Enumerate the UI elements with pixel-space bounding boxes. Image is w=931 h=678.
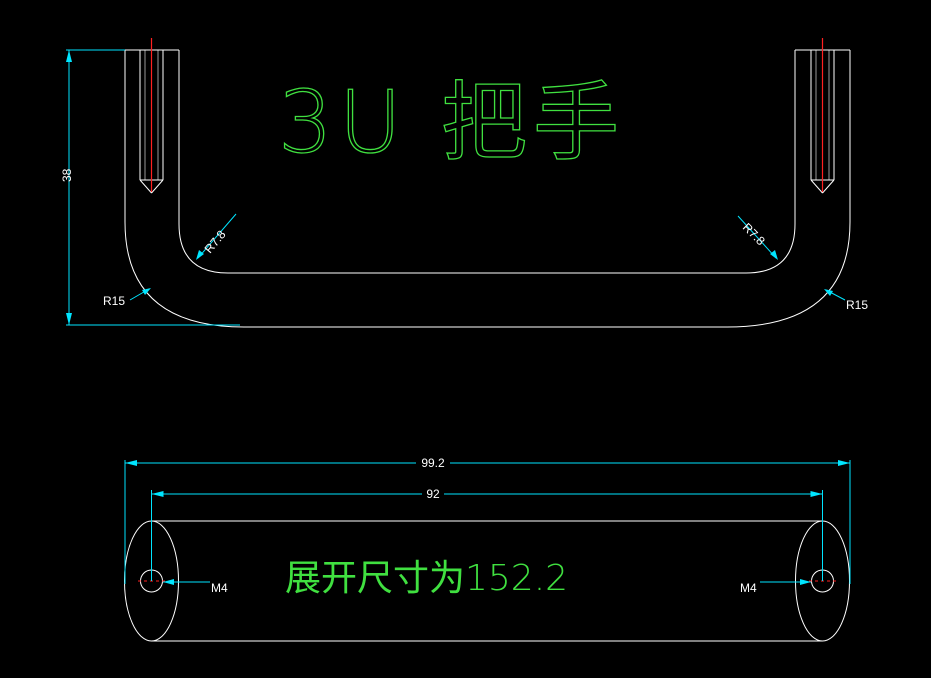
overall-width-label: 99.2	[421, 456, 445, 470]
handle-inner-outline	[178, 50, 796, 274]
left-thread-label: M4	[211, 581, 228, 595]
right-outer-radius-label: R15	[846, 298, 868, 312]
handle-outer-outline	[124, 50, 851, 328]
left-inner-radius-leader	[196, 213, 237, 260]
left-outer-radius-leader	[129, 288, 151, 301]
front-view	[124, 49, 851, 328]
right-thread-leader	[760, 579, 811, 585]
overall-width-label-mask	[416, 455, 450, 469]
developed-length-note: 展开尺寸为152.2	[285, 558, 568, 599]
right-inner-radius-leader	[737, 215, 778, 260]
hole-spacing-label-mask	[422, 486, 444, 500]
height-dimension	[66, 49, 240, 326]
right-tapped-hole	[810, 50, 835, 194]
left-thread-leader	[163, 579, 210, 585]
hole-spacing-label: 92	[426, 487, 440, 501]
overall-width-dimension	[124, 460, 851, 584]
centerlines	[150, 38, 824, 192]
left-tapped-hole	[139, 50, 164, 194]
left-outer-radius-label: R15	[103, 294, 125, 308]
right-thread-label: M4	[740, 581, 757, 595]
right-outer-radius-leader	[824, 289, 846, 301]
hole-spacing-dimension	[151, 490, 823, 581]
height-dimension-label: 38	[60, 168, 74, 182]
drawing-title: 3U 把手	[278, 73, 625, 173]
